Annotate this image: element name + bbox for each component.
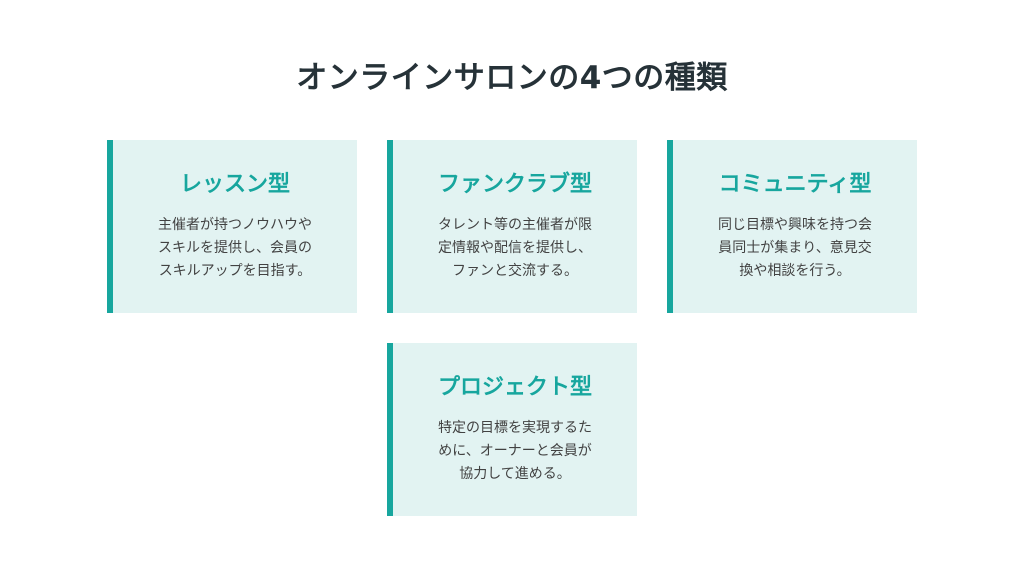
page-title: オンラインサロンの4つの種類 xyxy=(296,60,728,96)
card-description-line: 同じ目標や興味を持つ会 xyxy=(718,217,872,233)
card-description-line: 特定の目標を実現するた xyxy=(438,420,592,436)
card-description-line: 換や相談を行う。 xyxy=(739,263,851,279)
card-description-line: スキルを提供し、会員の xyxy=(158,240,312,256)
card-title: プロジェクト型 xyxy=(437,375,592,400)
card-description: タレント等の主催者が限 定情報や配信を提供し、 ファンと交流する。 xyxy=(403,214,627,283)
card-title: コミュニティ型 xyxy=(718,172,872,197)
card-description-line: 協力して進める。 xyxy=(459,466,571,482)
card-community-type: コミュニティ型 同じ目標や興味を持つ会 員同士が集まり、意見交 換や相談を行う。 xyxy=(667,140,917,313)
card-project-type: プロジェクト型 特定の目標を実現するた めに、オーナーと会員が 協力して進める。 xyxy=(387,343,637,516)
card-title: レッスン型 xyxy=(179,172,290,197)
card-description: 特定の目標を実現するた めに、オーナーと会員が 協力して進める。 xyxy=(403,417,627,486)
card-description-line: 員同士が集まり、意見交 xyxy=(718,240,872,256)
card-description: 主催者が持つノウハウや スキルを提供し、会員の スキルアップを目指す。 xyxy=(123,214,347,283)
card-title: ファンクラブ型 xyxy=(437,172,592,197)
card-fanclub-type: ファンクラブ型 タレント等の主催者が限 定情報や配信を提供し、 ファンと交流する… xyxy=(387,140,637,313)
card-description-line: タレント等の主催者が限 xyxy=(438,217,592,233)
card-description: 同じ目標や興味を持つ会 員同士が集まり、意見交 換や相談を行う。 xyxy=(683,214,907,283)
card-description-line: スキルアップを目指す。 xyxy=(158,263,312,279)
card-description-line: 定情報や配信を提供し、 xyxy=(438,240,592,256)
card-description-line: めに、オーナーと会員が xyxy=(438,443,592,459)
card-description-line: 主催者が持つノウハウや xyxy=(158,217,312,233)
card-lesson-type: レッスン型 主催者が持つノウハウや スキルを提供し、会員の スキルアップを目指す… xyxy=(107,140,357,313)
card-description-line: ファンと交流する。 xyxy=(452,263,578,279)
